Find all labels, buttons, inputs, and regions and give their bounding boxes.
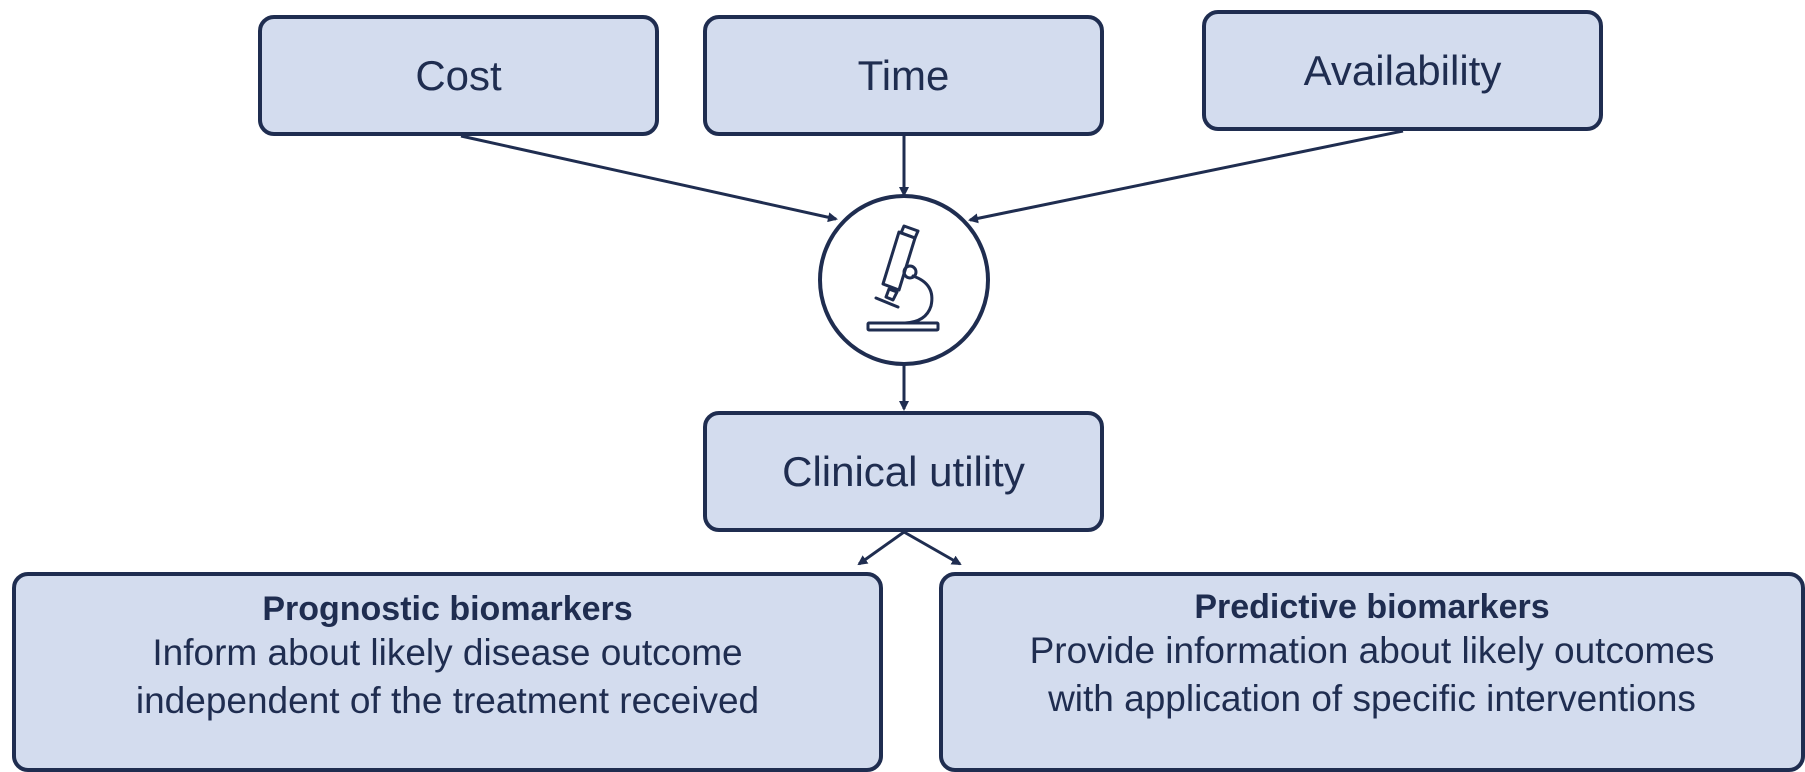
prognostic-line-2: independent of the treatment received (135, 680, 760, 722)
diagram-connectors (460, 129, 1404, 566)
microscope-icon (866, 224, 940, 332)
factor-box-availability: Availability (1202, 10, 1603, 131)
arrow-clinical-to-predictive (903, 530, 962, 566)
factor-label-cost: Cost (415, 51, 502, 99)
factor-label-availability: Availability (1303, 46, 1502, 94)
prognostic-line-1: Inform about likely disease outcome (152, 632, 743, 674)
predictive-biomarkers-box: Predictive biomarkers Provide informatio… (939, 572, 1805, 772)
prognostic-biomarkers-box: Prognostic biomarkers Inform about likel… (12, 572, 883, 772)
prognostic-title: Prognostic biomarkers (262, 590, 633, 628)
clinical-utility-label: Clinical utility (782, 447, 1025, 495)
center-node (818, 194, 990, 366)
factor-box-cost: Cost (258, 15, 659, 136)
predictive-line-2: with application of specific interventio… (1048, 678, 1696, 720)
arrow-availability-to-center (968, 129, 1404, 224)
predictive-title: Predictive biomarkers (1194, 588, 1550, 626)
arrow-cost-to-center (460, 134, 838, 223)
predictive-line-1: Provide information about likely outcome… (1029, 630, 1715, 672)
clinical-utility-box: Clinical utility (703, 411, 1104, 532)
arrow-clinical-to-prognostic (857, 530, 905, 566)
factor-label-time: Time (857, 51, 950, 99)
factor-box-time: Time (703, 15, 1104, 136)
